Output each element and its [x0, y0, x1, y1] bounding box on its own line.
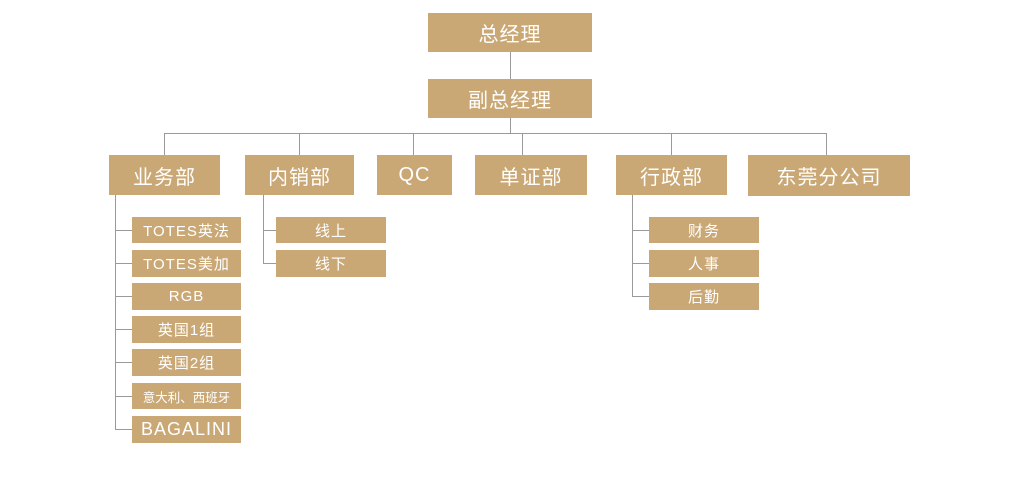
connector-branch-admin-3: [632, 296, 649, 297]
connector-deputy-bus: [510, 118, 511, 134]
node-qc-dept: QC: [377, 155, 452, 195]
connector-root-deputy: [510, 52, 511, 79]
connector-stub-business: [164, 133, 165, 155]
connector-stub-admin: [671, 133, 672, 155]
connector-stub-documentation: [522, 133, 523, 155]
connector-trunk-admin: [632, 195, 633, 296]
connector-trunk-business: [115, 195, 116, 429]
node-rgb-group: RGB: [132, 283, 241, 310]
connector-branch-business-4: [115, 329, 132, 330]
node-uk-group-1: 英国1组: [132, 316, 241, 343]
node-dongguan-branch: 东莞分公司: [748, 155, 910, 196]
node-vice-general-manager: 副总经理: [428, 79, 592, 118]
node-general-manager: 总经理: [428, 13, 592, 52]
node-online-channel: 线上: [276, 217, 386, 243]
connector-branch-business-5: [115, 362, 132, 363]
node-italy-spain-group: 意大利、西班牙: [132, 383, 241, 409]
node-documentation-dept: 单证部: [475, 155, 587, 195]
node-hr: 人事: [649, 250, 759, 277]
node-bagalini-group: BAGALINI: [132, 416, 241, 443]
node-offline-channel: 线下: [276, 250, 386, 277]
node-business-dept: 业务部: [109, 155, 220, 195]
connector-branch-admin-2: [632, 263, 649, 264]
connector-branch-domestic-2: [263, 263, 276, 264]
node-admin-dept: 行政部: [616, 155, 727, 195]
connector-trunk-domestic: [263, 195, 264, 263]
connector-branch-business-7: [115, 429, 132, 430]
node-uk-group-2: 英国2组: [132, 349, 241, 376]
connector-branch-business-1: [115, 230, 132, 231]
node-domestic-sales-dept: 内销部: [245, 155, 354, 195]
connector-branch-domestic-1: [263, 230, 276, 231]
connector-branch-business-3: [115, 296, 132, 297]
connector-branch-business-6: [115, 396, 132, 397]
connector-branch-admin-1: [632, 230, 649, 231]
connector-stub-qc: [413, 133, 414, 155]
connector-branch-business-2: [115, 263, 132, 264]
connector-bus: [164, 133, 827, 134]
node-finance: 财务: [649, 217, 759, 243]
connector-stub-dongguan: [826, 133, 827, 155]
node-totes-uk-france: TOTES英法: [132, 217, 241, 243]
node-totes-us-canada: TOTES美加: [132, 250, 241, 277]
connector-stub-domestic: [299, 133, 300, 155]
node-logistics: 后勤: [649, 283, 759, 310]
